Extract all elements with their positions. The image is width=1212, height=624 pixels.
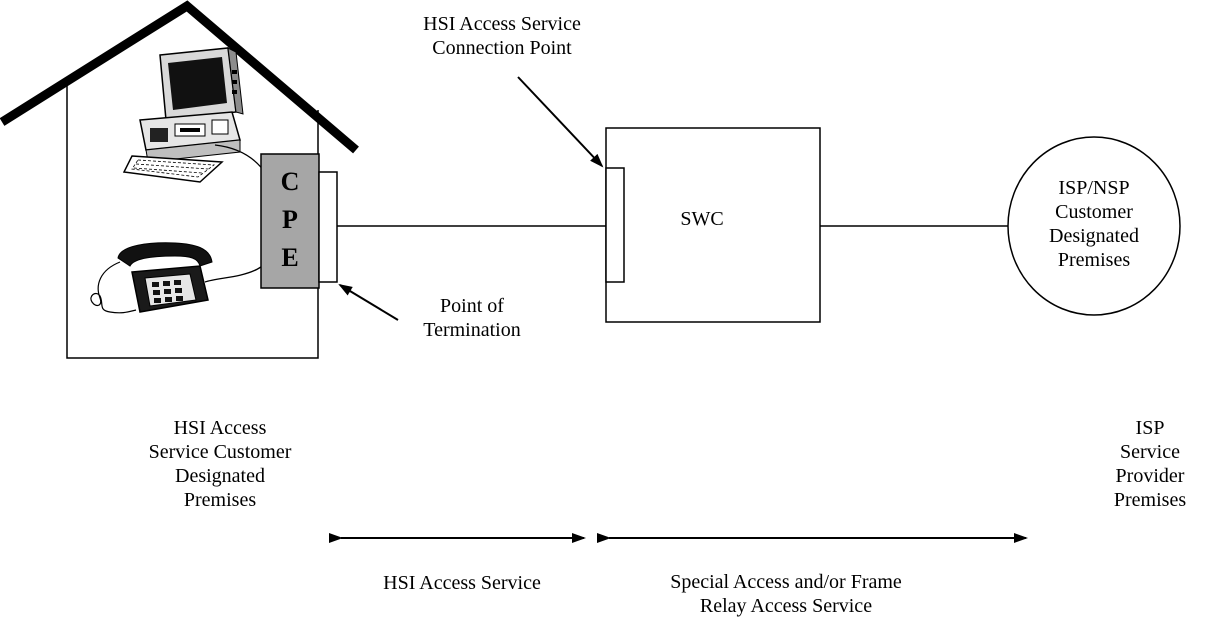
provider-premises-line: Service [1120, 441, 1180, 463]
special-span-line: Relay Access Service [699, 595, 873, 617]
termination-tab [318, 171, 338, 283]
connection-point-line: Connection Point [432, 37, 572, 59]
isp-nsp-circle [1007, 136, 1181, 316]
customer-premises-label: HSI Access Service Customer Designated P… [120, 416, 320, 512]
cpe-letter-c: C [280, 167, 300, 196]
provider-premises-line: Provider [1115, 465, 1185, 487]
termination-line: Point of [440, 295, 504, 317]
provider-premises-line: Premises [1113, 489, 1187, 511]
connection-point-line: HSI Access Service [423, 13, 581, 35]
provider-premises-line: ISP [1135, 417, 1165, 439]
cpe-letter-e: E [281, 243, 299, 272]
isp-nsp-line: Customer [1055, 201, 1133, 223]
cpe-letter-p: P [282, 205, 298, 234]
isp-nsp-line: ISP/NSP [1058, 177, 1130, 199]
customer-premises-line: Service Customer [148, 441, 292, 463]
customer-premises-line: HSI Access [173, 417, 267, 439]
isp-nsp-line: Designated [1049, 225, 1139, 247]
connection-point-label: HSI Access Service Connection Point [382, 12, 622, 60]
provider-premises-label: ISP Service Provider Premises [1094, 416, 1206, 512]
customer-premises-line: Premises [183, 489, 257, 511]
connection-point-arrow [517, 76, 604, 168]
hsi-span-label: HSI Access Service [383, 572, 541, 594]
termination-label: Point of Termination [402, 294, 542, 342]
connection-point-tab [605, 167, 625, 283]
customer-premises-line: Designated [175, 465, 265, 487]
isp-nsp-line: Premises [1057, 249, 1131, 271]
telephone-icon [90, 242, 213, 314]
termination-arrow [338, 283, 399, 321]
isp-nsp-label: ISP/NSP Customer Designated Premises [1010, 176, 1178, 272]
cpe-box [260, 153, 320, 289]
computer-icon [122, 47, 280, 283]
termination-line: Termination [423, 319, 521, 341]
special-span-line: Special Access and/or Frame [670, 571, 902, 593]
special-span-label: Special Access and/or Frame Relay Access… [636, 570, 936, 618]
swc-label: SWC [680, 208, 724, 230]
